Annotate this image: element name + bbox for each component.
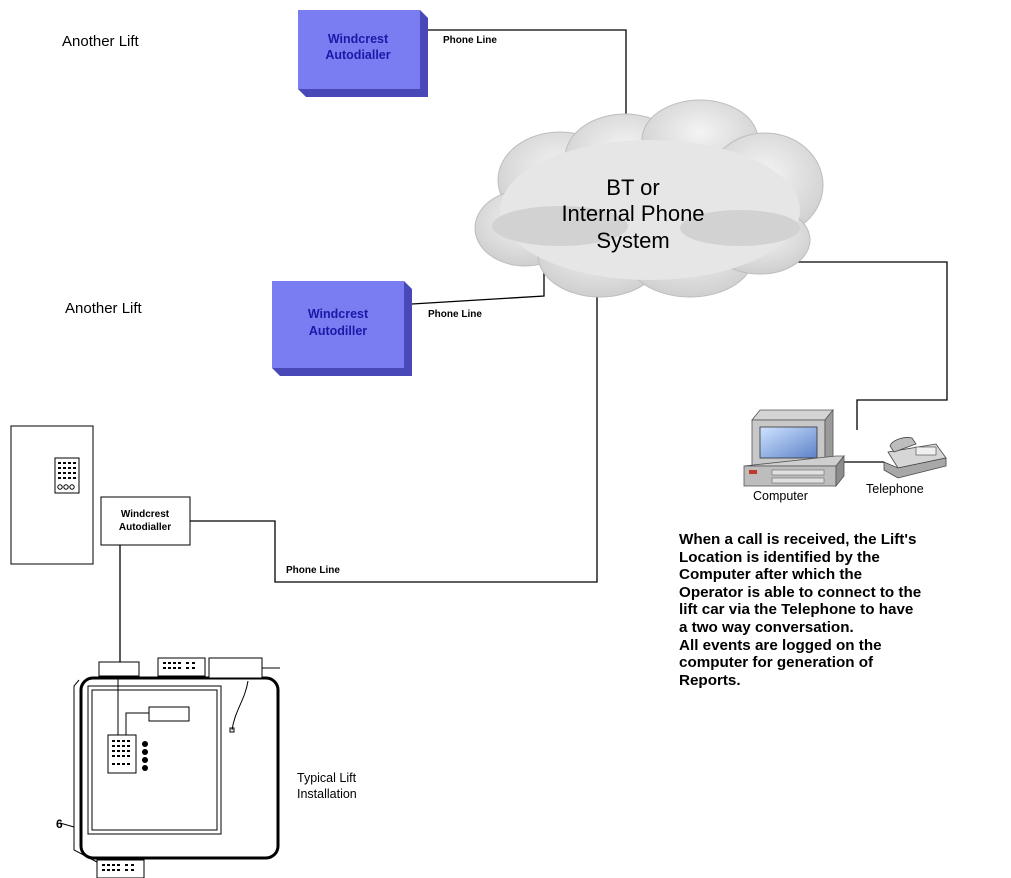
another-lift-label-1: Another Lift xyxy=(62,33,140,50)
wall-call-panel xyxy=(10,425,94,565)
lift-top-box-right xyxy=(208,657,263,679)
line-autodialler-1-to-cloud xyxy=(428,29,627,138)
line-autodialler-3-to-cloud xyxy=(190,290,598,583)
lift-top-box-left xyxy=(98,661,140,677)
autodialler-1-label-line2: Autodialler xyxy=(325,48,390,62)
another-lift-label-2: Another Lift xyxy=(65,300,143,317)
computer-icon xyxy=(743,408,845,488)
call-handling-notes: When a call is received, the Lift's Loca… xyxy=(679,531,1009,689)
lift-keypad-dots xyxy=(102,662,195,871)
notes-line: Operator is able to connect to the xyxy=(679,583,922,601)
cloud-label-line1: BT or xyxy=(606,175,659,200)
telephone-label: Telephone xyxy=(866,482,924,496)
notes-line: When a call is received, the Lift's xyxy=(679,531,917,548)
phone-system-cloud: BT or Internal Phone System xyxy=(474,99,824,298)
lift-car-drawing xyxy=(59,657,280,878)
notes-line: All events are logged on the xyxy=(679,636,882,654)
cloud-label-line2: Internal Phone xyxy=(561,201,704,226)
autodialler-3-label-line2: Autodialler xyxy=(119,522,171,533)
autodialler-box-1: Windcrest Autodialler xyxy=(298,10,428,97)
phone-line-label-3: Phone Line xyxy=(286,565,340,576)
autodialler-box-2: Windcrest Autodiller xyxy=(272,281,412,376)
autodialler-1-label-line1: Windcrest xyxy=(328,32,389,46)
typical-lift-label-line1: Typical Lift xyxy=(297,771,357,785)
computer-label: Computer xyxy=(753,489,808,503)
autodialler-box-3: Windcrest Autodialler xyxy=(100,496,191,546)
lift-indicator-panel xyxy=(148,706,190,722)
cloud-label-line3: System xyxy=(596,228,669,253)
notes-line: Reports. xyxy=(679,671,741,689)
autodialler-2-label-line1: Windcrest xyxy=(308,307,369,321)
notes-line: Computer after which the xyxy=(679,566,863,584)
phone-line-label-1: Phone Line xyxy=(443,35,497,46)
phone-line-label-2: Phone Line xyxy=(428,309,482,320)
notes-line: a two way conversation. xyxy=(679,618,854,636)
telephone-icon xyxy=(883,437,947,479)
notes-line: Location is identified by the xyxy=(679,548,880,566)
autodialler-3-label-line1: Windcrest xyxy=(121,509,170,520)
notes-line: computer for generation of xyxy=(679,654,874,672)
notes-line: lift car via the Telephone to have xyxy=(679,601,914,619)
lift-number-label: 6 xyxy=(56,817,63,831)
autodialler-2-label-line2: Autodiller xyxy=(309,324,367,338)
phone-lines xyxy=(119,29,948,662)
line-cloud-to-computer xyxy=(790,261,948,430)
typical-lift-label-line2: Installation xyxy=(297,787,357,801)
